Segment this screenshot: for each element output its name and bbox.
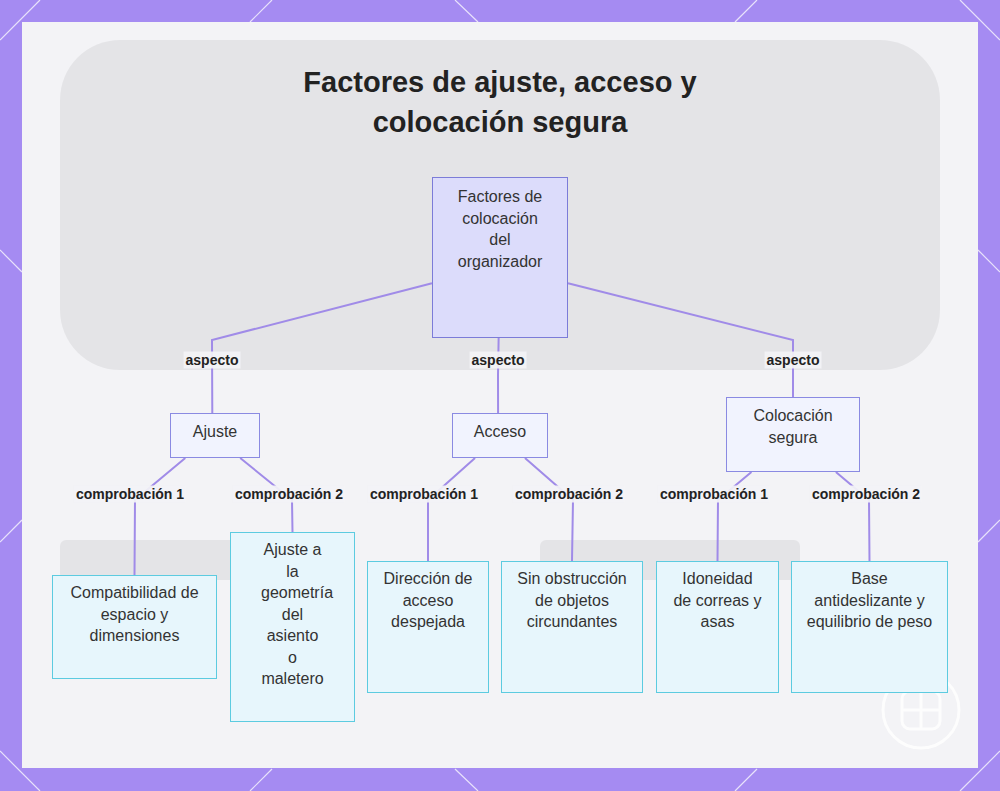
connector-line (568, 283, 793, 397)
connector-line (525, 458, 573, 561)
connector-line (135, 458, 186, 575)
aspect-box: Colocación segura (726, 397, 860, 472)
check-box: Sin obstrucción de objetos circundantes (501, 561, 643, 693)
check-box: Idoneidad de correas y asas (656, 561, 779, 693)
faded-photo (60, 40, 940, 580)
connector-line (212, 283, 432, 413)
node-text: Dirección de acceso despejada (378, 568, 478, 633)
diagram-title: Factores de ajuste, acceso y colocación … (230, 62, 770, 142)
node-text: Base antideslizante y equilibrio de peso (802, 568, 937, 633)
edge-label: comprobación 2 (810, 486, 922, 503)
edge-label: comprobación 2 (233, 486, 345, 503)
check-box: Compatibilidad de espacio y dimensiones (52, 575, 217, 679)
edge-label: comprobación 1 (74, 486, 186, 503)
check-box: Dirección de acceso despejada (367, 561, 489, 693)
connector-line (497, 338, 500, 413)
node-text: Colocación segura (741, 405, 845, 448)
edge-label: comprobación 2 (513, 486, 625, 503)
node-text: Idoneidad de correas y asas (673, 568, 762, 633)
check-box: Base antideslizante y equilibrio de peso (791, 561, 948, 693)
edge-label: aspecto (765, 352, 822, 369)
node-text: Compatibilidad de espacio y dimensiones (61, 582, 208, 647)
node-text: Sin obstrucción de objetos circundantes (514, 568, 630, 633)
aspect-box: Acceso (452, 413, 548, 458)
inner-panel (22, 22, 978, 768)
node-text: Factores de colocación del organizador (453, 186, 547, 272)
node-text: Acceso (457, 421, 543, 443)
aspect-box: Ajuste (170, 413, 260, 458)
connector-line (428, 458, 475, 561)
edge-label: aspecto (470, 352, 527, 369)
node-text: Ajuste a la geometría del asiento o male… (261, 539, 324, 690)
edge-label: aspecto (184, 352, 241, 369)
root-box: Factores de colocación del organizador (432, 177, 568, 338)
node-text: Ajuste (175, 421, 255, 443)
edge-label: comprobación 1 (368, 486, 480, 503)
edge-label: comprobación 1 (658, 486, 770, 503)
check-box: Ajuste a la geometría del asiento o male… (230, 532, 355, 722)
